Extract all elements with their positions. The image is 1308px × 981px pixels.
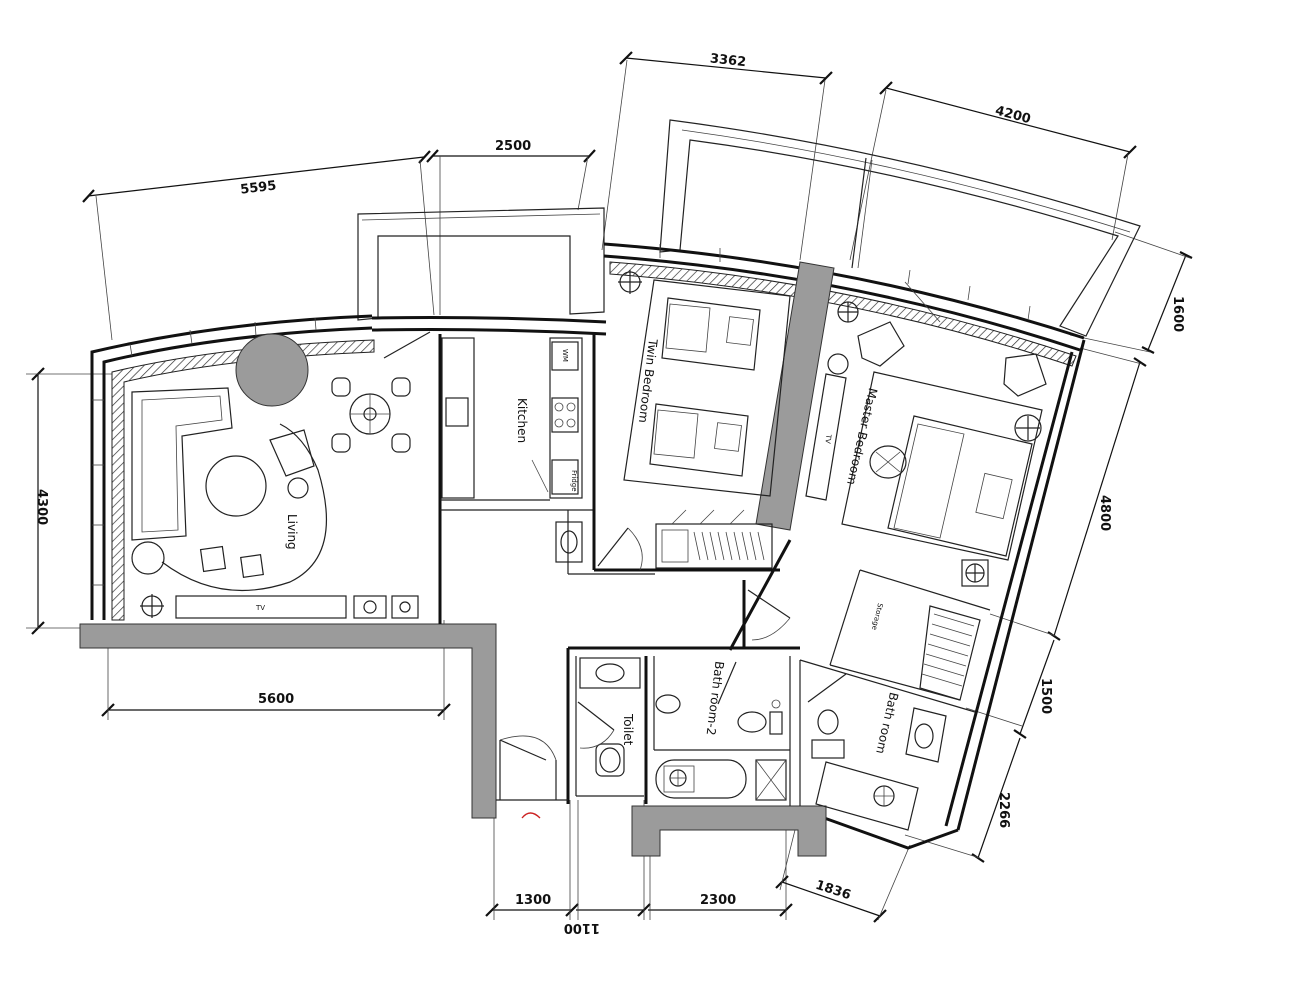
dim-right-bath-low: 2266 xyxy=(996,792,1011,828)
kitchen: WM Fridge Kitchen xyxy=(441,337,583,563)
basin-icon xyxy=(655,694,681,714)
room-label-bath-room: Bath room xyxy=(873,691,901,755)
walls xyxy=(79,242,1086,857)
basin-icon xyxy=(914,723,934,749)
round-table-icon xyxy=(235,333,309,407)
twin-bedroom: Twin Bedroom xyxy=(597,270,791,571)
side-table-icon xyxy=(869,445,907,479)
tv-cabinet xyxy=(175,595,347,619)
room-label-toilet: Toilet xyxy=(621,713,635,746)
dim-right-master: 4800 xyxy=(1097,495,1112,531)
balconies xyxy=(357,119,1141,337)
lamp-icon xyxy=(961,559,989,587)
bathtub-icon xyxy=(655,759,747,799)
corridor-door xyxy=(747,589,791,641)
toilet-bowl-icon xyxy=(599,747,621,773)
dim-bottom-living: 5600 xyxy=(258,692,294,707)
cooktop-icon xyxy=(551,397,579,433)
living-room: TV Living xyxy=(131,331,431,619)
dim-top-kitchen: 2500 xyxy=(495,139,531,154)
dimension-lines: 5595 2500 3362 4200 4300 xyxy=(26,51,1193,935)
living-tv-label: TV xyxy=(255,604,265,612)
fridge-label: Fridge xyxy=(570,470,578,492)
bathtub-icon xyxy=(815,761,919,831)
dim-bottom-toilet: 1100 xyxy=(564,920,600,935)
dim-bottom-entry: 1300 xyxy=(515,893,551,908)
toilet-room: Toilet xyxy=(577,657,641,777)
sink-icon xyxy=(445,397,469,427)
dim-top-master: 4200 xyxy=(993,103,1032,127)
dim-right-balcony: 1600 xyxy=(1170,296,1185,332)
toilet-bowl-icon xyxy=(817,709,839,735)
entry-door xyxy=(499,735,557,819)
dining-set-icon xyxy=(331,377,411,453)
room-label-master-bedroom: Master Bedroom xyxy=(844,387,880,487)
basin-icon xyxy=(595,663,625,683)
dim-bottom-bath2: 2300 xyxy=(700,893,736,908)
room-label-kitchen: Kitchen xyxy=(515,398,529,443)
wardrobe xyxy=(655,523,773,569)
master-tv-label: TV xyxy=(823,433,832,444)
wm-label: WM xyxy=(561,349,569,362)
lamp-icon xyxy=(618,270,642,294)
room-label-bath-room-2: Bath room-2 xyxy=(704,660,727,736)
lamp-icon xyxy=(1014,414,1042,442)
dim-top-twin: 3362 xyxy=(709,51,747,70)
lamp-icon xyxy=(837,301,859,323)
dim-left-height: 4300 xyxy=(34,489,49,525)
dim-top-living: 5595 xyxy=(240,178,278,197)
storage-label: Storage xyxy=(870,602,884,630)
toilet-bowl-icon xyxy=(737,711,767,733)
dim-right-bath-mid: 1500 xyxy=(1038,678,1053,714)
lamp-icon xyxy=(140,594,164,618)
room-label-living: Living xyxy=(285,514,299,550)
bathroom-2: Bath room-2 xyxy=(655,660,787,801)
